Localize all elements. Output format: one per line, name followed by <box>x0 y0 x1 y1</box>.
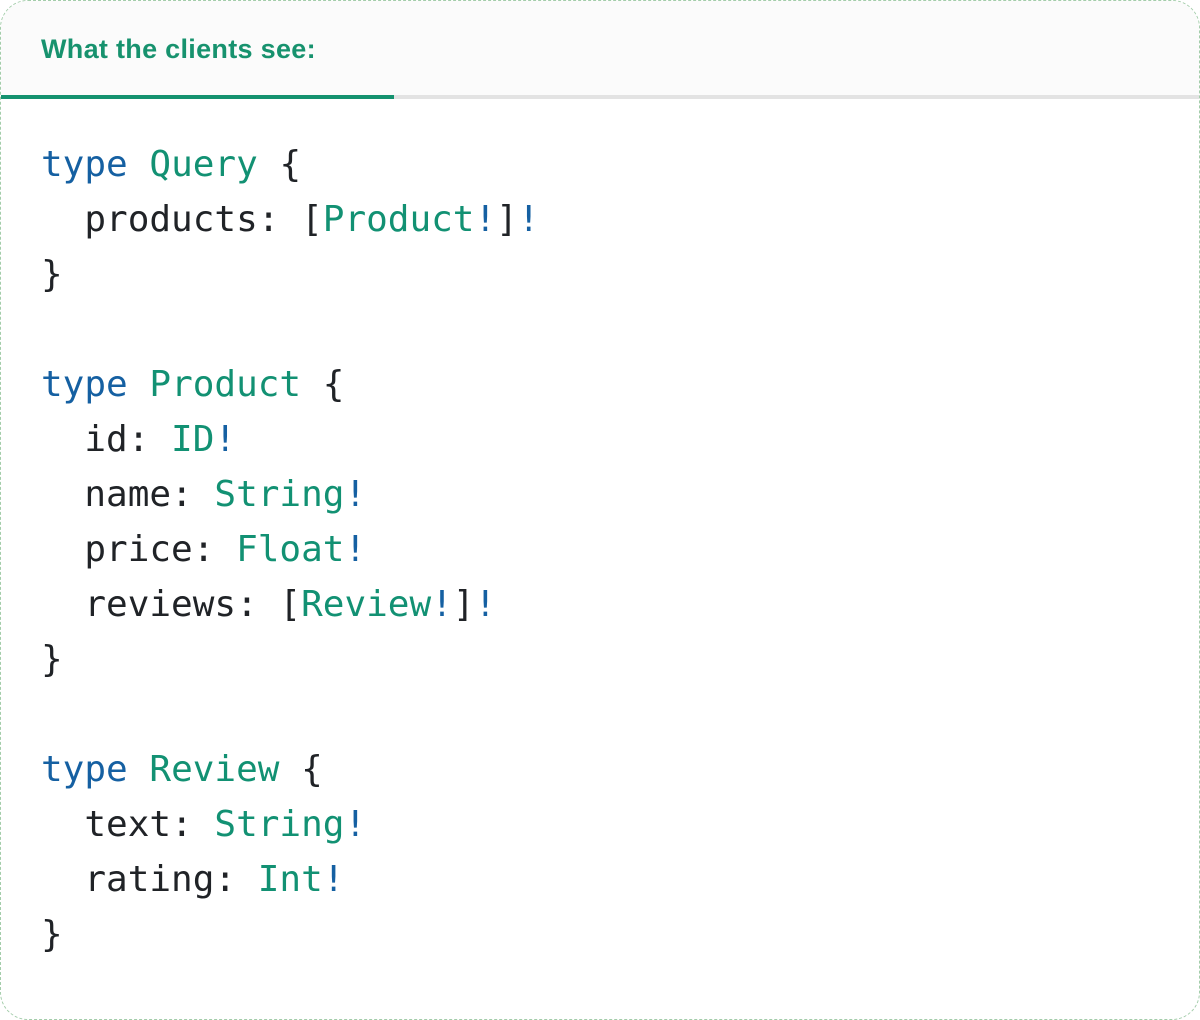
code-token-plain: text: <box>41 804 215 845</box>
code-token-plain: products: [ <box>41 199 323 240</box>
code-token-plain: { <box>279 749 323 790</box>
code-token-bang: ! <box>517 199 540 240</box>
code-line: products: [Product!]! <box>41 192 1169 247</box>
code-token-keyword: type <box>41 749 128 790</box>
code-token-plain: name: <box>41 474 215 515</box>
code-token-keyword: type <box>41 144 128 185</box>
code-token-plain: rating: <box>41 859 258 900</box>
code-token-type: Float <box>236 529 345 570</box>
code-token-plain: id: <box>41 419 172 460</box>
code-token-plain: ] <box>496 199 518 240</box>
code-token-bang: ! <box>474 584 497 625</box>
code-token-plain: ] <box>452 584 475 625</box>
code-line: rating: Int! <box>41 852 1169 907</box>
code-token-type: String <box>214 804 345 845</box>
code-token-plain: { <box>301 364 345 405</box>
active-tab-underline <box>1 95 394 99</box>
code-line <box>41 687 1169 742</box>
code-token-plain: } <box>41 254 63 295</box>
code-line <box>41 302 1169 357</box>
tab-underline-track <box>1 95 1199 99</box>
code-token-type: Product <box>149 364 302 405</box>
tab-what-clients-see[interactable]: What the clients see: <box>41 34 316 64</box>
code-token-bang: ! <box>214 419 237 460</box>
code-token-keyword: type <box>41 364 128 405</box>
code-token-bang: ! <box>322 859 345 900</box>
code-token-bang: ! <box>431 584 453 625</box>
code-token-type: Query <box>149 144 258 185</box>
code-token-bang: ! <box>344 474 367 515</box>
code-line: price: Float! <box>41 522 1169 577</box>
code-line: type Query { <box>41 137 1169 192</box>
code-token-type: Review <box>149 749 280 790</box>
code-token-plain <box>128 144 150 185</box>
code-token-type: Product <box>322 199 475 240</box>
code-line: id: ID! <box>41 412 1169 467</box>
code-line: reviews: [Review!]! <box>41 577 1169 632</box>
code-token-bang: ! <box>344 804 367 845</box>
code-token-type: Int <box>257 859 323 900</box>
code-token-plain <box>128 749 150 790</box>
code-token-plain: price: <box>41 529 237 570</box>
code-token-plain <box>128 364 150 405</box>
code-token-plain: } <box>41 914 63 955</box>
code-line: name: String! <box>41 467 1169 522</box>
code-line: text: String! <box>41 797 1169 852</box>
code-token-plain: { <box>257 144 302 185</box>
code-line: } <box>41 247 1169 302</box>
code-token-bang: ! <box>344 529 367 570</box>
code-token-plain: reviews: [ <box>41 584 302 625</box>
code-line: } <box>41 632 1169 687</box>
code-token-type: String <box>214 474 345 515</box>
code-token-plain: } <box>41 639 63 680</box>
code-line: } <box>41 907 1169 962</box>
code-token-bang: ! <box>474 199 497 240</box>
code-line: type Product { <box>41 357 1169 412</box>
code-token-type: Review <box>301 584 432 625</box>
code-block: type Query { products: [Product!]!} type… <box>1 99 1199 1002</box>
code-token-type: ID <box>171 419 215 460</box>
code-line: type Review { <box>41 742 1169 797</box>
panel-header: What the clients see: <box>1 1 1199 95</box>
